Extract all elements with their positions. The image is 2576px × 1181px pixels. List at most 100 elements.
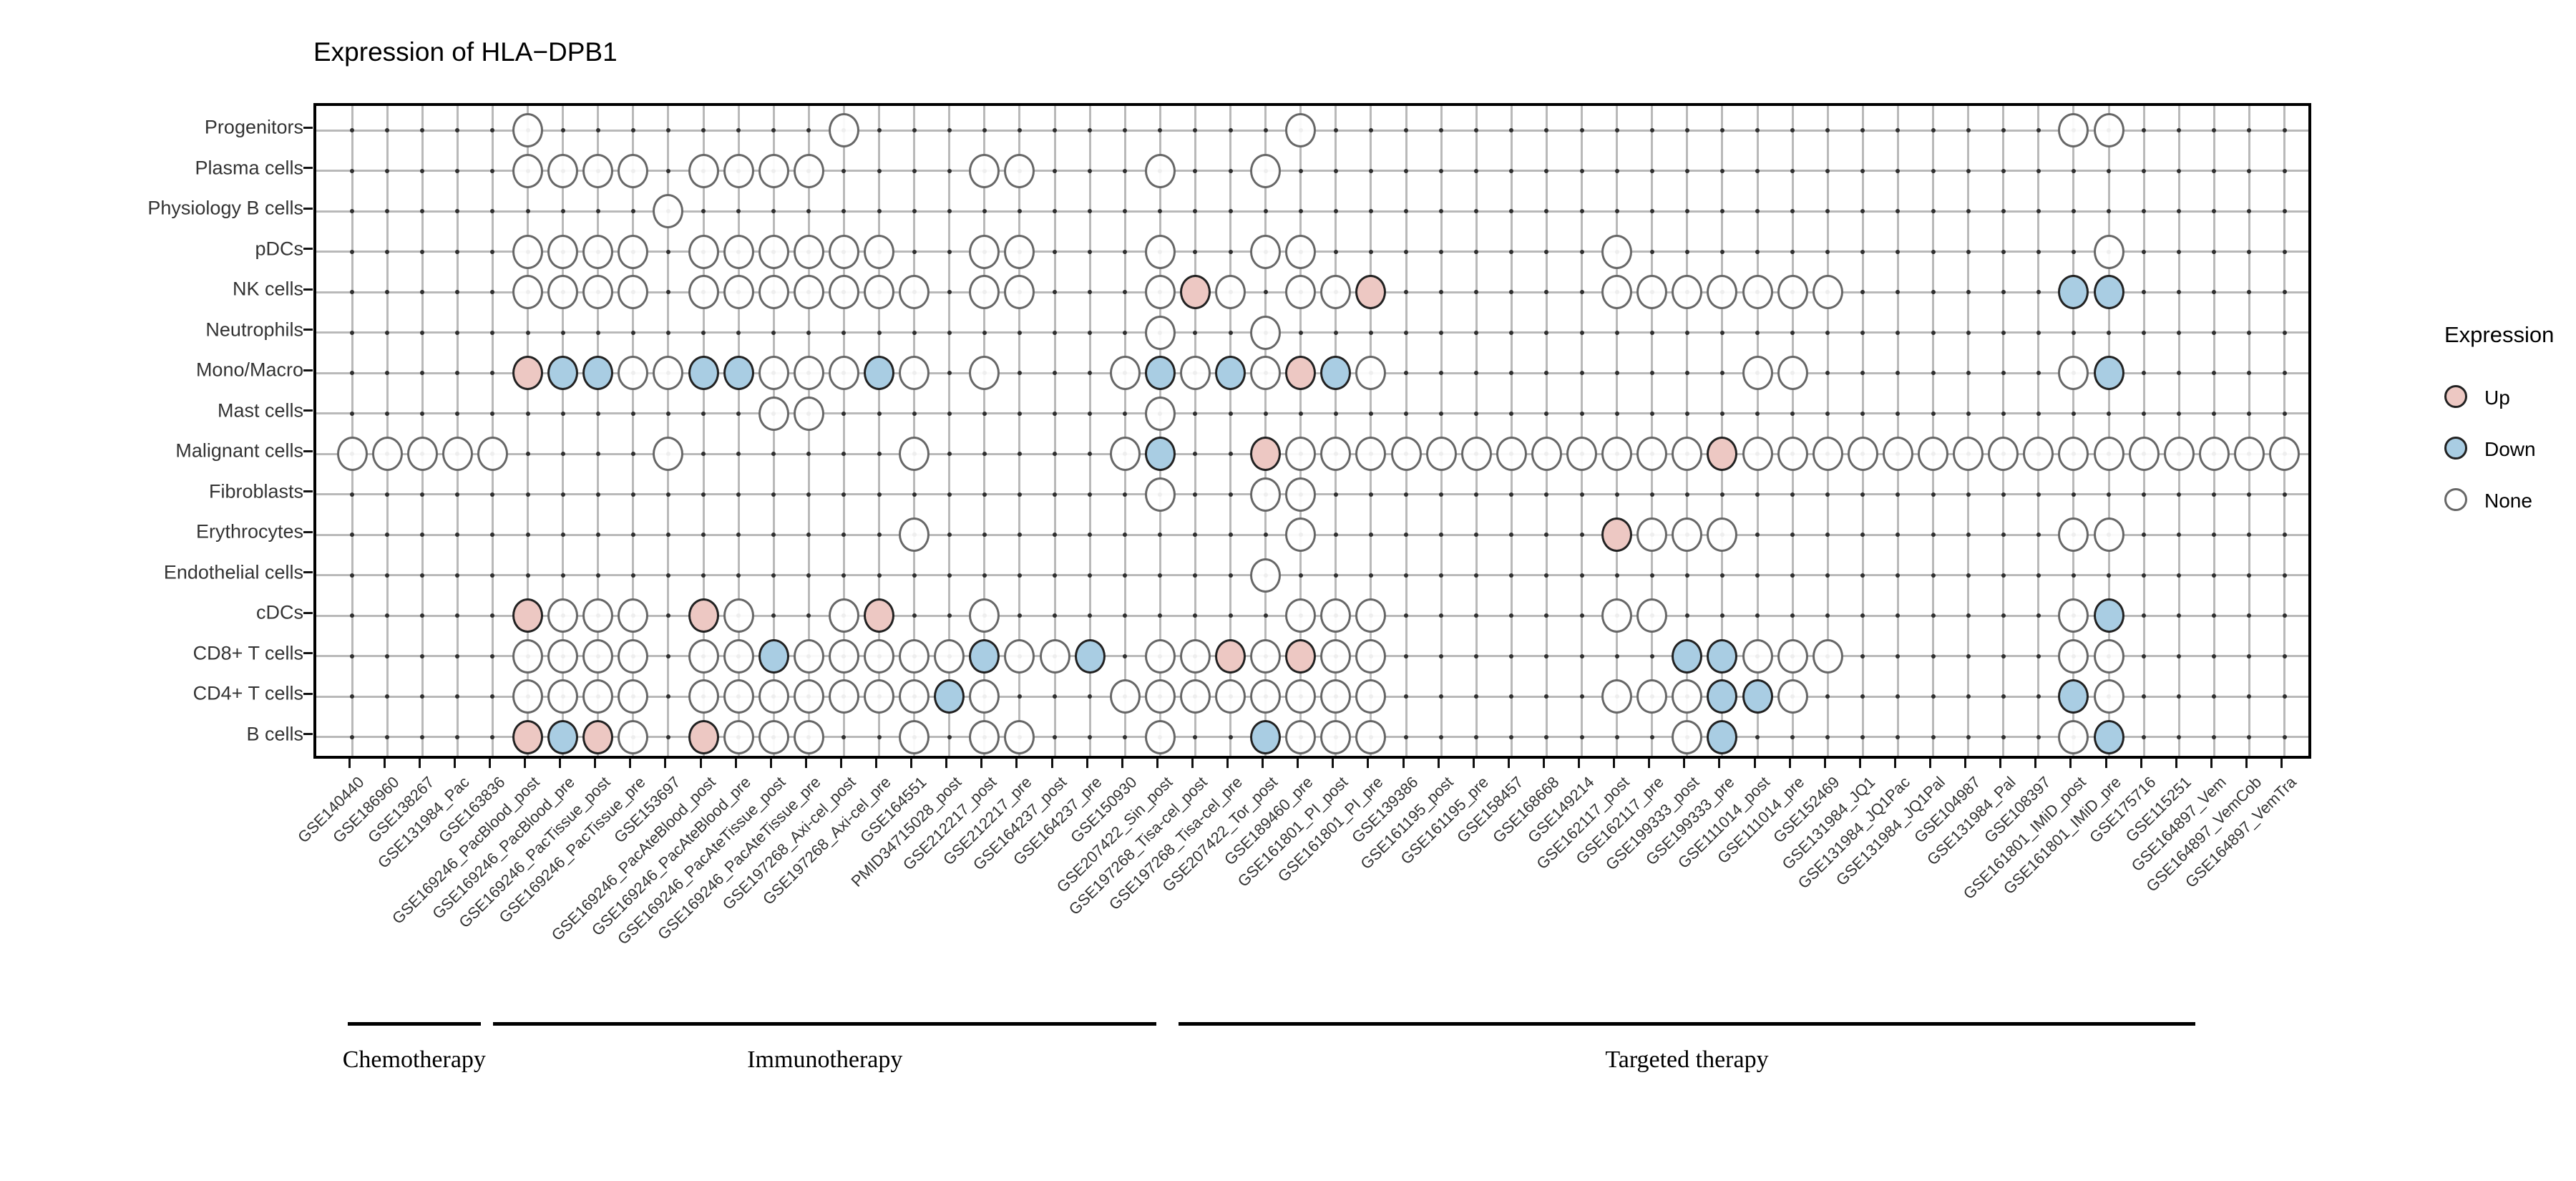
- grid-dot: [2142, 249, 2147, 254]
- grid-dot: [1158, 209, 1163, 214]
- gridline-vertical: [842, 106, 845, 756]
- axis-tick-bottom: [1402, 759, 1405, 768]
- grid-dot: [350, 411, 354, 416]
- expression-circle-none: [1601, 598, 1633, 633]
- grid-dot: [1931, 249, 1936, 254]
- axis-tick-left: [303, 369, 313, 371]
- grid-dot: [1931, 168, 1936, 173]
- expression-circle-none: [758, 234, 789, 269]
- grid-dot: [736, 330, 741, 335]
- expression-circle-none: [477, 437, 508, 472]
- grid-dot: [1544, 694, 1549, 699]
- grid-dot: [2247, 533, 2252, 538]
- grid-dot: [560, 573, 565, 578]
- grid-dot: [1368, 209, 1373, 214]
- gridline-vertical: [491, 106, 494, 756]
- grid-dot: [1509, 128, 1514, 132]
- grid-dot: [1931, 653, 1936, 658]
- expression-circle-none: [969, 234, 1000, 269]
- axis-tick-bottom: [1542, 759, 1545, 768]
- expression-circle-none: [1320, 638, 1352, 674]
- grid-dot: [1509, 573, 1514, 578]
- grid-dot: [1228, 734, 1233, 739]
- grid-dot: [982, 128, 987, 132]
- grid-dot: [701, 533, 706, 538]
- grid-dot: [1088, 411, 1093, 416]
- expression-circle-none: [2093, 679, 2124, 714]
- expression-circle-down: [1215, 356, 1246, 391]
- grid-dot: [350, 128, 354, 132]
- grid-dot: [841, 452, 847, 457]
- axis-tick-bottom: [453, 759, 456, 768]
- expression-circle-none: [1179, 638, 1211, 674]
- grid-dot: [771, 452, 776, 457]
- grid-dot: [1860, 533, 1865, 538]
- grid-dot: [1790, 209, 1795, 214]
- expression-circle-none: [899, 356, 930, 391]
- grid-dot: [2036, 330, 2041, 335]
- grid-dot: [806, 128, 811, 132]
- grid-dot: [1088, 290, 1093, 295]
- axis-tick-bottom: [1929, 759, 1931, 768]
- axis-tick-bottom: [1718, 759, 1721, 768]
- grid-dot: [1931, 330, 1936, 335]
- grid-dot: [912, 330, 917, 335]
- expression-circle-none: [1144, 477, 1176, 512]
- grid-dot: [2177, 371, 2182, 376]
- grid-dot: [1053, 249, 1057, 254]
- axis-tick-bottom: [2069, 759, 2072, 768]
- grid-dot: [947, 411, 952, 416]
- expression-circle-none: [758, 396, 789, 431]
- grid-dot: [1404, 734, 1408, 739]
- expression-circle-none: [969, 719, 1000, 754]
- grid-dot: [2212, 694, 2217, 699]
- expression-circle-none: [1672, 275, 1703, 310]
- grid-dot: [560, 492, 565, 497]
- grid-dot: [2036, 694, 2041, 699]
- grid-dot: [1966, 330, 1971, 335]
- axis-tick-left: [303, 329, 313, 331]
- grid-dot: [1684, 128, 1689, 132]
- axis-tick-bottom: [2175, 759, 2177, 768]
- grid-dot: [1966, 492, 1971, 497]
- grid-dot: [947, 371, 952, 376]
- gridline-vertical: [1651, 106, 1654, 756]
- gridline-vertical: [948, 106, 951, 756]
- grid-dot: [525, 573, 530, 578]
- expression-circle-none: [406, 437, 438, 472]
- grid-dot: [2247, 573, 2252, 578]
- expression-circle-none: [899, 679, 930, 714]
- grid-dot: [1474, 573, 1479, 578]
- gridline-vertical: [1756, 106, 1759, 756]
- grid-dot: [2247, 653, 2252, 658]
- expression-circle-none: [1320, 275, 1352, 310]
- grid-dot: [2247, 168, 2252, 173]
- grid-dot: [2282, 533, 2287, 538]
- expression-circle-down: [1250, 719, 1282, 754]
- grid-dot: [947, 249, 952, 254]
- therapy-group-line: [1178, 1022, 2196, 1026]
- legend-swatch-down: [2444, 437, 2467, 460]
- grid-dot: [1966, 573, 1971, 578]
- gridline-vertical: [456, 106, 459, 756]
- expression-circle-none: [2093, 638, 2124, 674]
- expression-circle-none: [1320, 719, 1352, 754]
- grid-dot: [1474, 249, 1479, 254]
- grid-dot: [982, 492, 987, 497]
- grid-dot: [841, 209, 847, 214]
- expression-circle-none: [758, 356, 789, 391]
- expression-circle-none: [582, 598, 614, 633]
- expression-circle-none: [1144, 153, 1176, 188]
- grid-dot: [1896, 573, 1901, 578]
- grid-dot: [1649, 330, 1654, 335]
- gridline-vertical: [562, 106, 565, 756]
- grid-dot: [2071, 168, 2076, 173]
- grid-dot: [1404, 653, 1408, 658]
- expression-circle-none: [864, 679, 894, 714]
- expression-circle-none: [1882, 437, 1913, 472]
- gridline-vertical: [1826, 106, 1829, 756]
- grid-dot: [806, 533, 811, 538]
- grid-dot: [455, 533, 460, 538]
- grid-dot: [2282, 290, 2287, 295]
- grid-dot: [1579, 613, 1584, 618]
